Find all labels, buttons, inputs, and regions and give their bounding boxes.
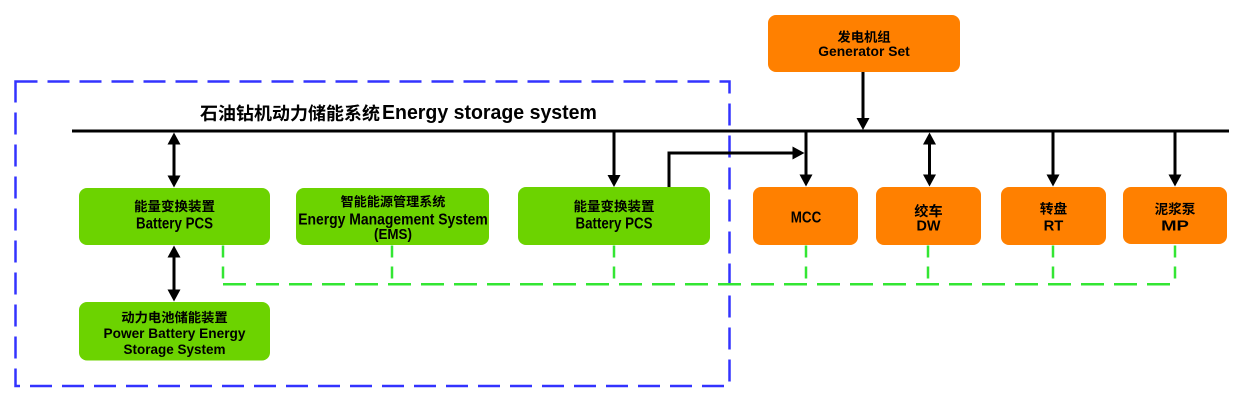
svg-text:MP: MP [1161,217,1189,234]
svg-text:MCC: MCC [791,209,822,226]
svg-text:Battery PCS: Battery PCS [576,216,653,233]
svg-text:Power Battery Energy: Power Battery Energy [104,325,246,341]
svg-text:Energy storage system: Energy storage system [382,101,597,124]
svg-text:Generator Set: Generator Set [818,43,910,59]
svg-text:RT: RT [1044,218,1064,235]
svg-text:(EMS): (EMS) [374,227,412,243]
svg-text:Battery PCS: Battery PCS [136,216,213,233]
svg-text:Energy Management System: Energy Management System [298,212,488,229]
svg-text:Storage System: Storage System [124,341,226,357]
svg-text:DW: DW [917,218,942,235]
